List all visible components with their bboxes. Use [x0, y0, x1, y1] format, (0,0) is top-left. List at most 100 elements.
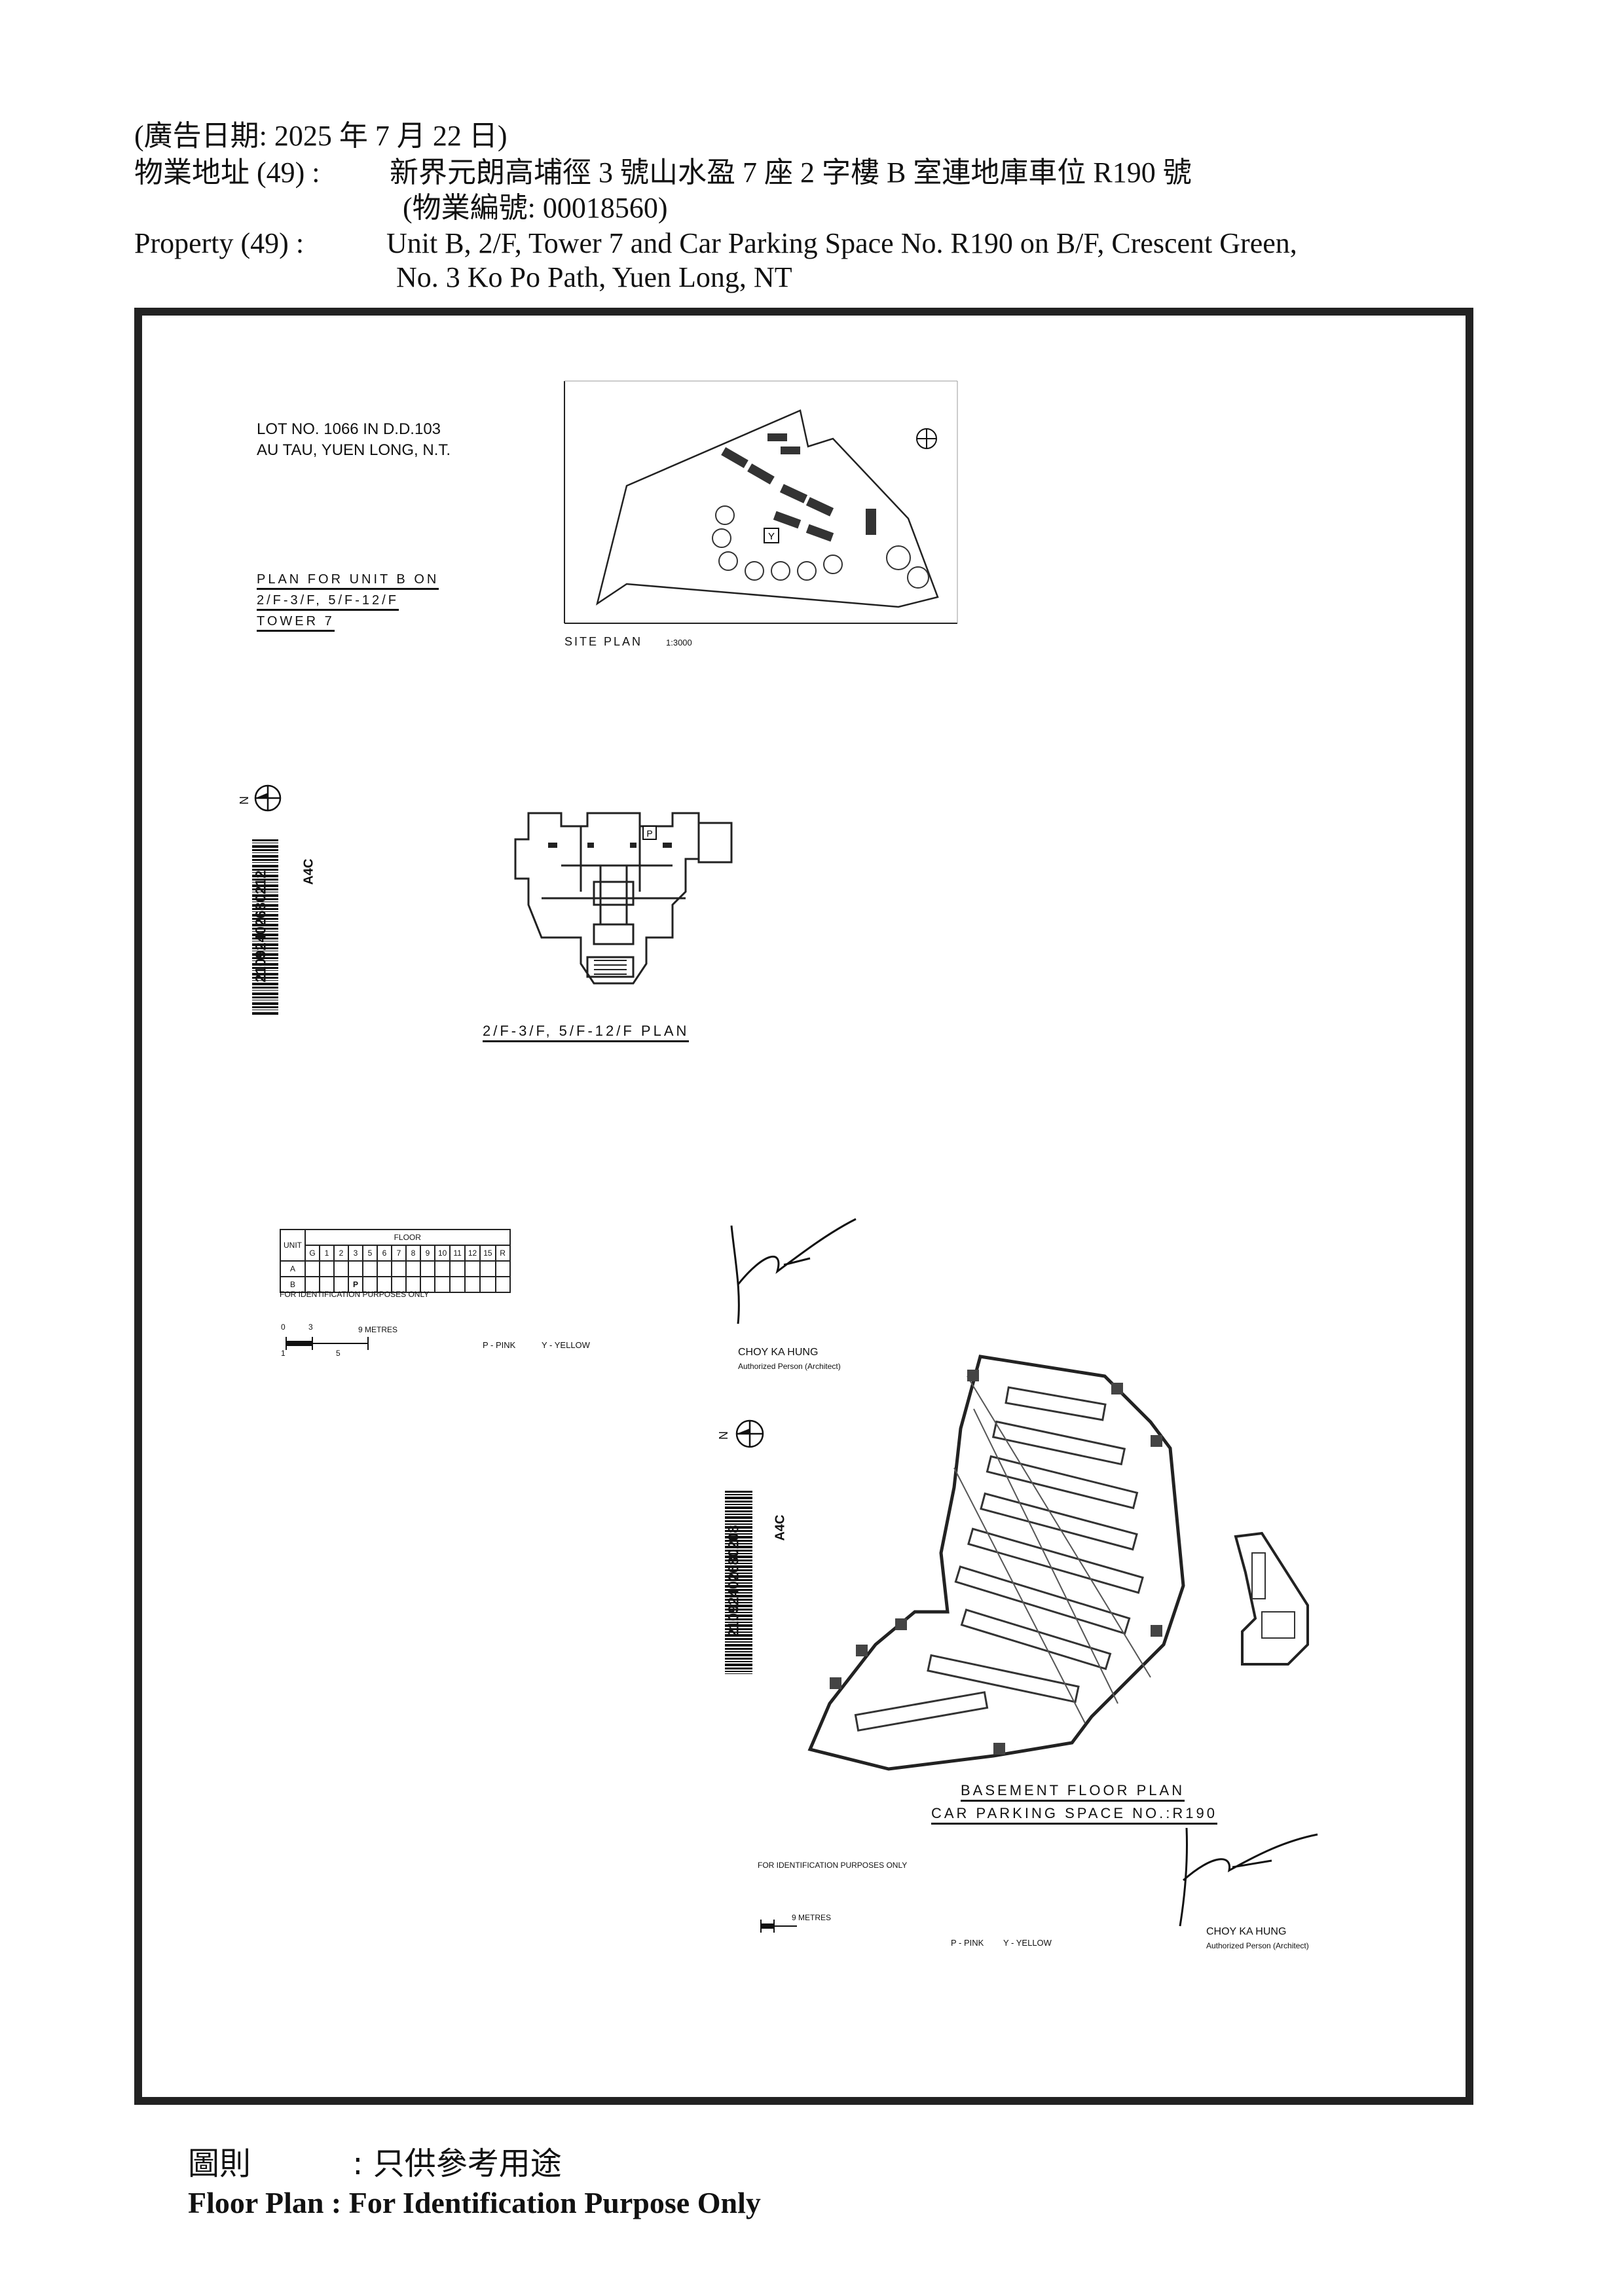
address-zh-label: 物業地址 (49) :: [134, 156, 320, 189]
table-col-header: 2: [333, 1245, 349, 1262]
table-cell: [494, 1276, 511, 1293]
table-unit-header: UNIT: [280, 1229, 306, 1262]
typical-floor-plan: P: [514, 812, 733, 985]
north-arrow-basement: [735, 1419, 764, 1448]
table-row-label: A: [280, 1260, 306, 1277]
table-cell: [333, 1260, 349, 1277]
ad-date: (廣告日期: 2025 年 7 月 22 日): [134, 120, 507, 152]
table-col-header: 6: [377, 1245, 392, 1262]
site-plan-label: SITE PLAN: [564, 635, 643, 648]
table-cell: [377, 1276, 392, 1293]
table-cell: [391, 1260, 407, 1277]
legend-yellow: Y - YELLOW: [542, 1340, 590, 1350]
property-number: (物業編號: 00018560): [403, 192, 668, 224]
address-zh: 新界元朗高埔徑 3 號山水盈 7 座 2 字樓 B 室連地庫車位 R190 號: [390, 156, 1192, 189]
signature-1: [730, 1218, 857, 1324]
signature-2: [1179, 1827, 1318, 1927]
address-en-label: Property (49) :: [134, 227, 304, 259]
basement-legend-pink: P - PINK: [951, 1938, 984, 1948]
table-cell: [464, 1260, 481, 1277]
signer-role-1: Authorized Person (Architect): [738, 1362, 841, 1371]
floor-plan-frame: LOT NO. 1066 IN D.D.103 AU TAU, YUEN LON…: [134, 308, 1473, 2105]
site-plan-scale: 1:3000: [666, 638, 692, 647]
signer-name-1: CHOY KA HUNG: [738, 1347, 819, 1358]
signer-role-2: Authorized Person (Architect): [1206, 1941, 1309, 1950]
address-en-line1: Unit B, 2/F, Tower 7 and Car Parking Spa…: [386, 227, 1297, 259]
basement-legend-yellow: Y - YELLOW: [1003, 1938, 1052, 1948]
basement-title: BASEMENT FLOOR PLAN: [961, 1782, 1185, 1802]
site-y-marker: Y: [768, 531, 775, 542]
table-cell: [319, 1260, 335, 1277]
scale-bar: [286, 1337, 369, 1350]
table-cell: [479, 1260, 496, 1277]
barcode-2: [725, 1491, 752, 1674]
footer-zh: 圖則 : 只供參考用途: [188, 2138, 562, 2183]
barcode-1: [252, 839, 278, 1016]
basement-footnote: FOR IDENTIFICATION PURPOSES ONLY: [758, 1861, 908, 1870]
table-col-header: 1: [319, 1245, 335, 1262]
unit-plan-tower: TOWER 7: [257, 614, 335, 632]
table-cell: [434, 1276, 451, 1293]
north-label-1: N: [238, 796, 251, 805]
footer-zh-label: 圖則: [188, 2145, 251, 2182]
barcode-2-number: 21092402680208: [725, 1525, 742, 1637]
table-col-header: 10: [434, 1245, 451, 1262]
scale-tick-3: 3: [308, 1322, 313, 1332]
footer-zh-text: : 只供參考用途: [352, 2145, 562, 2182]
footer-en: Floor Plan : For Identification Purpose …: [188, 2186, 761, 2219]
scale-tick-5: 5: [336, 1349, 341, 1358]
scale-tick-1: 1: [281, 1349, 286, 1358]
table-col-header: 15: [479, 1245, 496, 1262]
table-cell: [449, 1260, 466, 1277]
basement-floor-plan: [807, 1355, 1309, 1771]
lot-number: LOT NO. 1066 IN D.D.103: [257, 420, 441, 438]
table-cell: [377, 1260, 392, 1277]
north-arrow-floor: [254, 784, 282, 812]
table-footnote: FOR IDENTIFICATION PURPOSES ONLY: [280, 1290, 430, 1299]
table-cell: [348, 1260, 363, 1277]
table-cell: [362, 1260, 378, 1277]
legend-pink: P - PINK: [483, 1340, 516, 1350]
table-cell: [391, 1276, 407, 1293]
table-cell: [405, 1276, 421, 1293]
table-cell: [449, 1276, 466, 1293]
table-col-header: 7: [391, 1245, 407, 1262]
table-cell: [464, 1276, 481, 1293]
site-plan-drawing: Y: [564, 380, 958, 624]
table-col-header: 9: [420, 1245, 435, 1262]
table-cell: [304, 1260, 320, 1277]
table-col-header: 8: [405, 1245, 421, 1262]
table-col-header: 11: [449, 1245, 466, 1262]
north-arrow-site: [916, 428, 937, 449]
unit-plan-floors: 2/F-3/F, 5/F-12/F: [257, 593, 399, 611]
car-parking-space: CAR PARKING SPACE NO.:R190: [931, 1805, 1217, 1825]
table-cell: [420, 1260, 435, 1277]
table-cell: [304, 1276, 320, 1293]
signer-name-2: CHOY KA HUNG: [1206, 1926, 1287, 1937]
floor-plan-title: 2/F-3/F, 5/F-12/F PLAN: [483, 1023, 690, 1042]
basement-scale-label: 9 METRES: [792, 1913, 832, 1922]
north-label-2: N: [717, 1431, 730, 1440]
floor-p-marker: P: [646, 828, 652, 839]
barcode-1-code: A4C: [301, 858, 316, 885]
table-cell: [479, 1276, 496, 1293]
address-en-line2: No. 3 Ko Po Path, Yuen Long, NT: [396, 261, 792, 293]
table-cell: [362, 1276, 378, 1293]
table-col-header: 12: [464, 1245, 481, 1262]
scale-tick-0: 0: [281, 1322, 286, 1332]
lot-location: AU TAU, YUEN LONG, N.T.: [257, 441, 451, 459]
table-cell: [494, 1260, 511, 1277]
scale-label: 9 METRES: [358, 1325, 398, 1334]
table-cell: P: [348, 1276, 363, 1293]
barcode-1-number: 21092402680212: [252, 870, 269, 983]
table-cell: [434, 1260, 451, 1277]
table-cell: [420, 1276, 435, 1293]
table-col-header: 5: [362, 1245, 378, 1262]
table-cell: [333, 1276, 349, 1293]
table-cell: [319, 1276, 335, 1293]
table-col-header: G: [304, 1245, 320, 1262]
table-col-header: R: [494, 1245, 511, 1262]
table-cell: [405, 1260, 421, 1277]
basement-scale-bar: [760, 1920, 797, 1933]
